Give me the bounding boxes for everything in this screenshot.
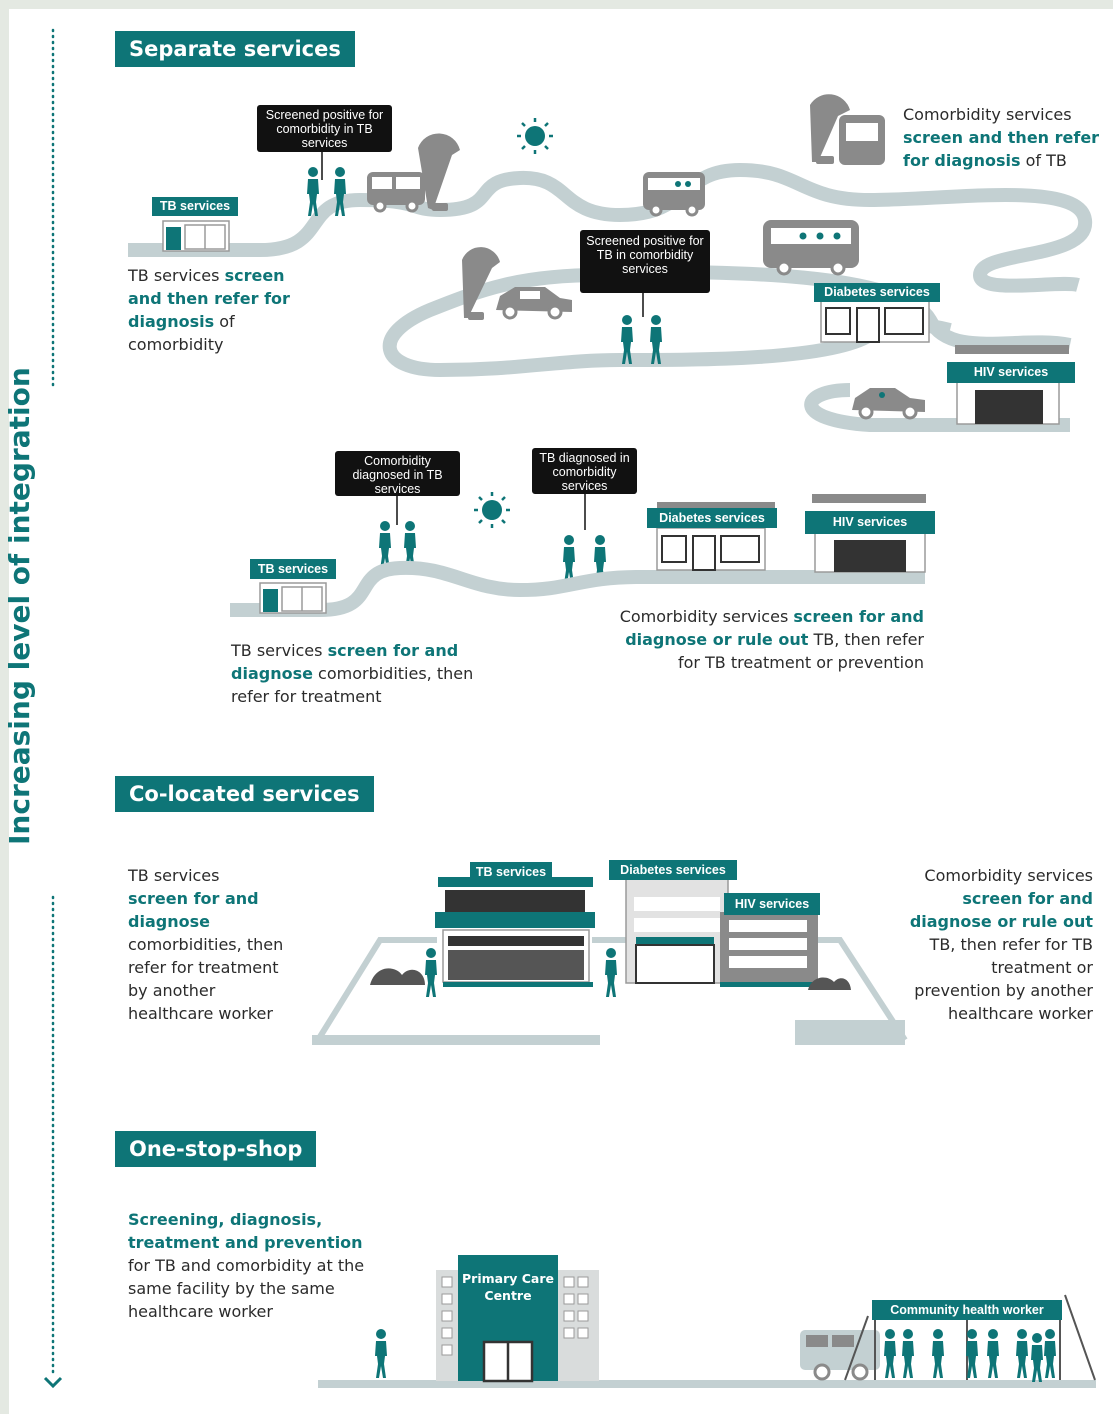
hiv-services-building-3 (720, 893, 820, 987)
tb-services-label: TB services (257, 562, 329, 576)
community-health-worker-label: Community health worker (890, 1303, 1044, 1317)
tb-services-label: TB services (475, 865, 547, 879)
diabetes-services-building (814, 283, 940, 343)
primary-care-centre-building (436, 1255, 599, 1383)
section-title-onestop: One-stop-shop (115, 1131, 317, 1167)
tb-services-label: TB services (159, 199, 231, 213)
hiv-services-label: HIV services (734, 897, 810, 911)
ground (318, 1380, 1096, 1388)
bush-icon (808, 977, 851, 990)
callout-tb-diagnosed: TB diagnosed in comorbidity services (532, 448, 637, 494)
diabetes-services-building-3 (609, 860, 737, 984)
sun-icon (517, 118, 553, 154)
road-3 (230, 560, 925, 617)
bus-stop-icon (810, 94, 850, 164)
diabetes-services-label: Diabetes services (824, 285, 930, 299)
hiv-services-label: HIV services (973, 365, 1049, 379)
separate-tb-description: TB services screen and then refer for di… (128, 266, 290, 354)
section-title-colocated: Co-located services (115, 776, 374, 812)
sun-icon (474, 492, 510, 528)
diabetes-services-label: Diabetes services (620, 863, 726, 877)
fence (315, 937, 908, 1042)
bus-stop-icon (418, 133, 460, 211)
hiv-services-label: HIV services (832, 515, 908, 529)
diagnose-tb-description: TB services screen for and diagnose como… (231, 641, 474, 706)
tb-services-building (152, 197, 238, 252)
bus-icon (367, 172, 425, 213)
car-icon (496, 287, 572, 320)
tb-services-building-2 (250, 559, 336, 614)
callout-screened-positive-tb: Screened positive for TB in comorbidity … (580, 230, 710, 293)
primary-care-centre-label: Primary Care Centre (462, 1271, 554, 1303)
hiv-services-building-2 (805, 494, 935, 573)
hiv-services-building (947, 345, 1075, 425)
bus-icon (643, 172, 705, 217)
ambulance-icon (800, 1330, 880, 1381)
section-title-separate: Separate services (115, 31, 355, 67)
bus-icon (763, 220, 859, 276)
car-icon (852, 388, 925, 420)
bush-icon (370, 968, 425, 985)
diabetes-services-building-2 (647, 502, 777, 571)
people-icon (375, 1329, 387, 1378)
diagnose-comorbidity-description: Comorbidity services screen for and diag… (619, 607, 924, 672)
onestop-description: Screening, diagnosis, treatment and prev… (128, 1210, 365, 1321)
bus-icon (839, 115, 885, 165)
bus-stop-icon (462, 247, 500, 320)
arrow-down-icon (43, 1376, 63, 1389)
tb-services-building-3 (435, 862, 595, 987)
callout-comorbidity-diagnosed: Comorbidity diagnosed in TB services (335, 451, 460, 496)
diabetes-services-label: Diabetes services (659, 511, 765, 525)
callout-screened-positive-comorbidity: Screened positive for comorbidity in TB … (257, 105, 392, 152)
separate-comorbidity-description: Comorbidity services screen and then ref… (903, 105, 1100, 170)
people-icon (884, 1329, 1056, 1382)
